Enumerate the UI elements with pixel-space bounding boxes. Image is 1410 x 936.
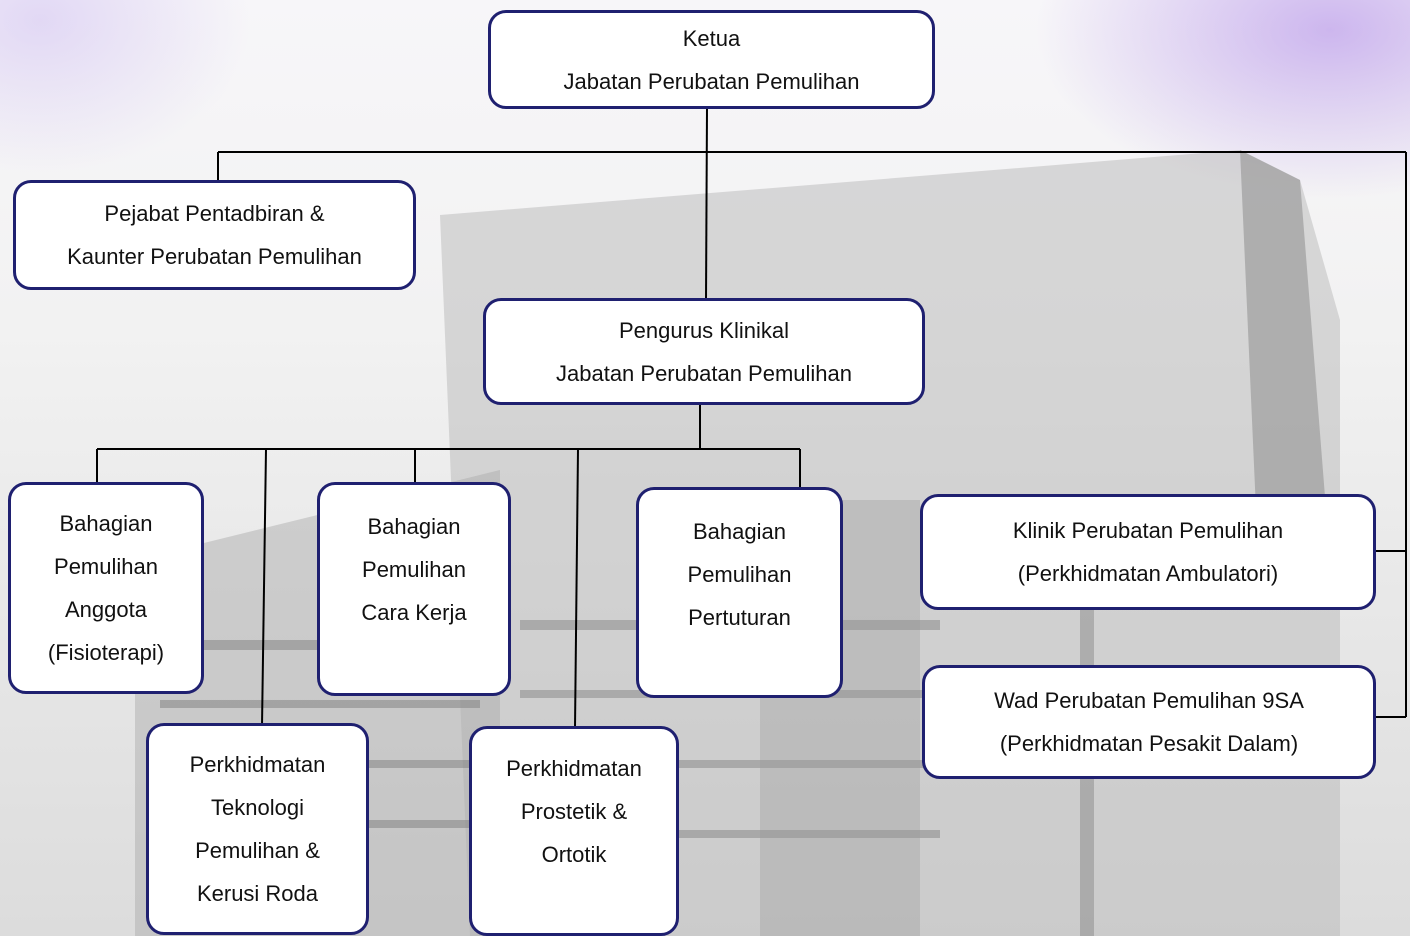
box-ketua: Ketua Jabatan Perubatan Pemulihan xyxy=(488,10,935,109)
box-wad-line2: (Perkhidmatan Pesakit Dalam) xyxy=(999,731,1299,756)
box-pejabat-line2: Kaunter Perubatan Pemulihan xyxy=(67,244,362,269)
box-wad-line1: Wad Perubatan Pemulihan 9SA xyxy=(994,688,1304,713)
box-teknologi-line3: Pemulihan & xyxy=(195,838,320,863)
box-pertuturan-line2: Pemulihan xyxy=(687,562,792,587)
box-cara-kerja-line2: Pemulihan xyxy=(362,557,466,582)
box-prostetik-line2: Prostetik & xyxy=(520,799,628,824)
connector-teknologi-drop xyxy=(261,448,267,727)
box-cara-kerja-line3: Cara Kerja xyxy=(361,600,467,625)
box-fisioterapi-line4: (Fisioterapi) xyxy=(47,640,165,665)
box-pertuturan-line3: Pertuturan xyxy=(688,605,791,630)
box-fisioterapi-line3: Anggota xyxy=(65,597,147,622)
box-fisioterapi: Bahagian Pemulihan Anggota (Fisioterapi) xyxy=(8,482,204,694)
box-fisioterapi-line1: Bahagian xyxy=(59,511,153,536)
box-teknologi-line4: Kerusi Roda xyxy=(196,881,319,906)
box-prostetik-ortotik: Perkhidmatan Prostetik & Ortotik xyxy=(469,726,679,936)
box-prostetik-line1: Perkhidmatan xyxy=(506,756,642,781)
box-pertuturan-line1: Bahagian xyxy=(693,519,786,544)
box-fisioterapi-line2: Pemulihan xyxy=(54,554,158,579)
box-teknologi-line2: Teknologi xyxy=(211,795,304,820)
box-cara-kerja: Bahagian Pemulihan Cara Kerja xyxy=(317,482,511,696)
box-teknologi-pemulihan: Perkhidmatan Teknologi Pemulihan & Kerus… xyxy=(146,723,369,935)
connector-prostetik-drop xyxy=(574,448,579,729)
box-prostetik-line3: Ortotik xyxy=(541,842,607,867)
box-pengurus-klinikal: Pengurus Klinikal Jabatan Perubatan Pemu… xyxy=(483,298,925,405)
box-pejabat-line1: Pejabat Pentadbiran & xyxy=(104,201,325,226)
box-pengurus-line2: Jabatan Perubatan Pemulihan xyxy=(556,360,852,386)
box-pejabat-pentadbiran: Pejabat Pentadbiran & Kaunter Perubatan … xyxy=(13,180,416,290)
box-wad-9sa: Wad Perubatan Pemulihan 9SA (Perkhidmata… xyxy=(922,665,1376,779)
box-klinik-ambulatori: Klinik Perubatan Pemulihan (Perkhidmatan… xyxy=(920,494,1376,610)
box-ketua-line1: Ketua xyxy=(682,25,741,51)
box-cara-kerja-line1: Bahagian xyxy=(367,514,461,539)
box-pengurus-line1: Pengurus Klinikal xyxy=(619,317,789,343)
box-klinik-line1: Klinik Perubatan Pemulihan xyxy=(1012,518,1284,543)
connector-ketua-down xyxy=(705,107,708,301)
box-pertuturan: Bahagian Pemulihan Pertuturan xyxy=(636,487,843,698)
box-teknologi-line1: Perkhidmatan xyxy=(189,752,326,777)
box-ketua-line2: Jabatan Perubatan Pemulihan xyxy=(563,68,860,94)
box-klinik-line2: (Perkhidmatan Ambulatori) xyxy=(1017,561,1279,586)
